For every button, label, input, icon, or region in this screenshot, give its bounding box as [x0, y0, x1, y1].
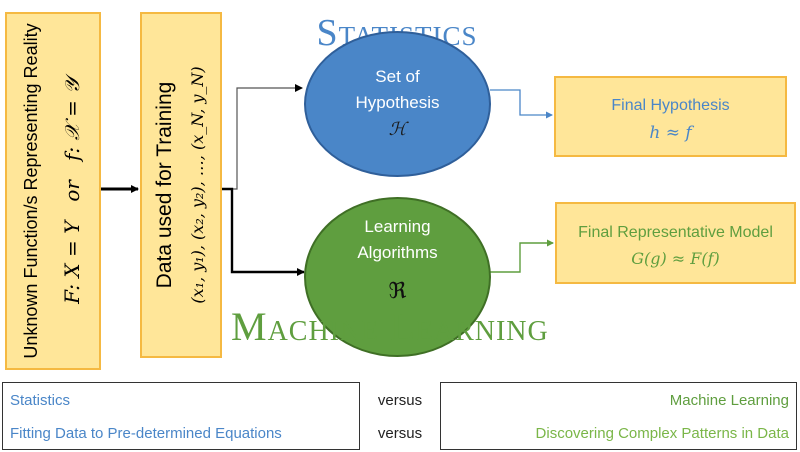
table-row-2-middle: versus — [377, 425, 423, 442]
ml-line1: Learning — [364, 217, 431, 236]
table-row-1-middle: versus — [377, 392, 423, 409]
table-right-column — [440, 382, 797, 450]
unknown-function-formula: F: X = Y or f: 𝒳 = 𝒴 — [60, 78, 84, 304]
statistics-line2: Hypothesis — [355, 93, 440, 112]
comparison-table: Statistics versus Machine Learning Fitti… — [0, 382, 800, 452]
statistics-circle: Set of Hypothesis ℋ — [304, 31, 491, 177]
training-data-box: Data used for Training (x₁, y₁), (x₂, y₂… — [140, 12, 222, 358]
hypothesis-set-symbol: ℋ — [388, 119, 407, 140]
final-hypothesis-title: Final Hypothesis — [611, 97, 730, 114]
table-row-2-right: Discovering Complex Patterns in Data — [535, 425, 789, 442]
final-hypothesis-box: Final Hypothesis h ≈ f — [554, 76, 787, 157]
training-data-content: Data used for Training (x₁, y₁), (x₂, y₂… — [152, 20, 210, 350]
final-model-formula: G(g) ≈ F(f) — [631, 249, 720, 268]
final-model-title: Final Representative Model — [578, 224, 773, 241]
final-hypothesis-formula: h ≈ f — [649, 123, 692, 143]
data-to-statistics-connector — [222, 84, 303, 190]
ml-heading: Machine Learning — [231, 304, 549, 349]
unknown-function-title: Unknown Function/s Representing Reality — [21, 23, 41, 359]
training-data-title: Data used for Training — [153, 81, 176, 289]
algorithm-symbol: ℜ — [388, 279, 407, 304]
ml-line2: Algorithms — [357, 243, 438, 262]
ml-to-model-connector — [490, 239, 554, 273]
unknown-function-box: Unknown Function/s Representing Reality … — [5, 12, 101, 370]
ml-circle: Learning Algorithms ℜ — [304, 197, 491, 357]
table-row-2-left: Fitting Data to Pre-determined Equations — [10, 425, 282, 442]
table-row-1-left: Statistics — [10, 392, 71, 409]
table-left-column — [2, 382, 360, 450]
final-model-box: Final Representative Model G(g) ≈ F(f) — [555, 202, 796, 284]
unknown-function-content: Unknown Function/s Representing Reality … — [19, 21, 87, 361]
table-row-1-right: Machine Learning — [669, 392, 789, 409]
training-data-formula: (x₁, y₁), (x₂, y₂), …, (x_N, y_N) — [188, 66, 207, 304]
statistics-line1: Set of — [375, 67, 420, 86]
statistics-to-hypothesis-connector — [490, 89, 553, 119]
data-to-ml-connector — [222, 187, 305, 276]
